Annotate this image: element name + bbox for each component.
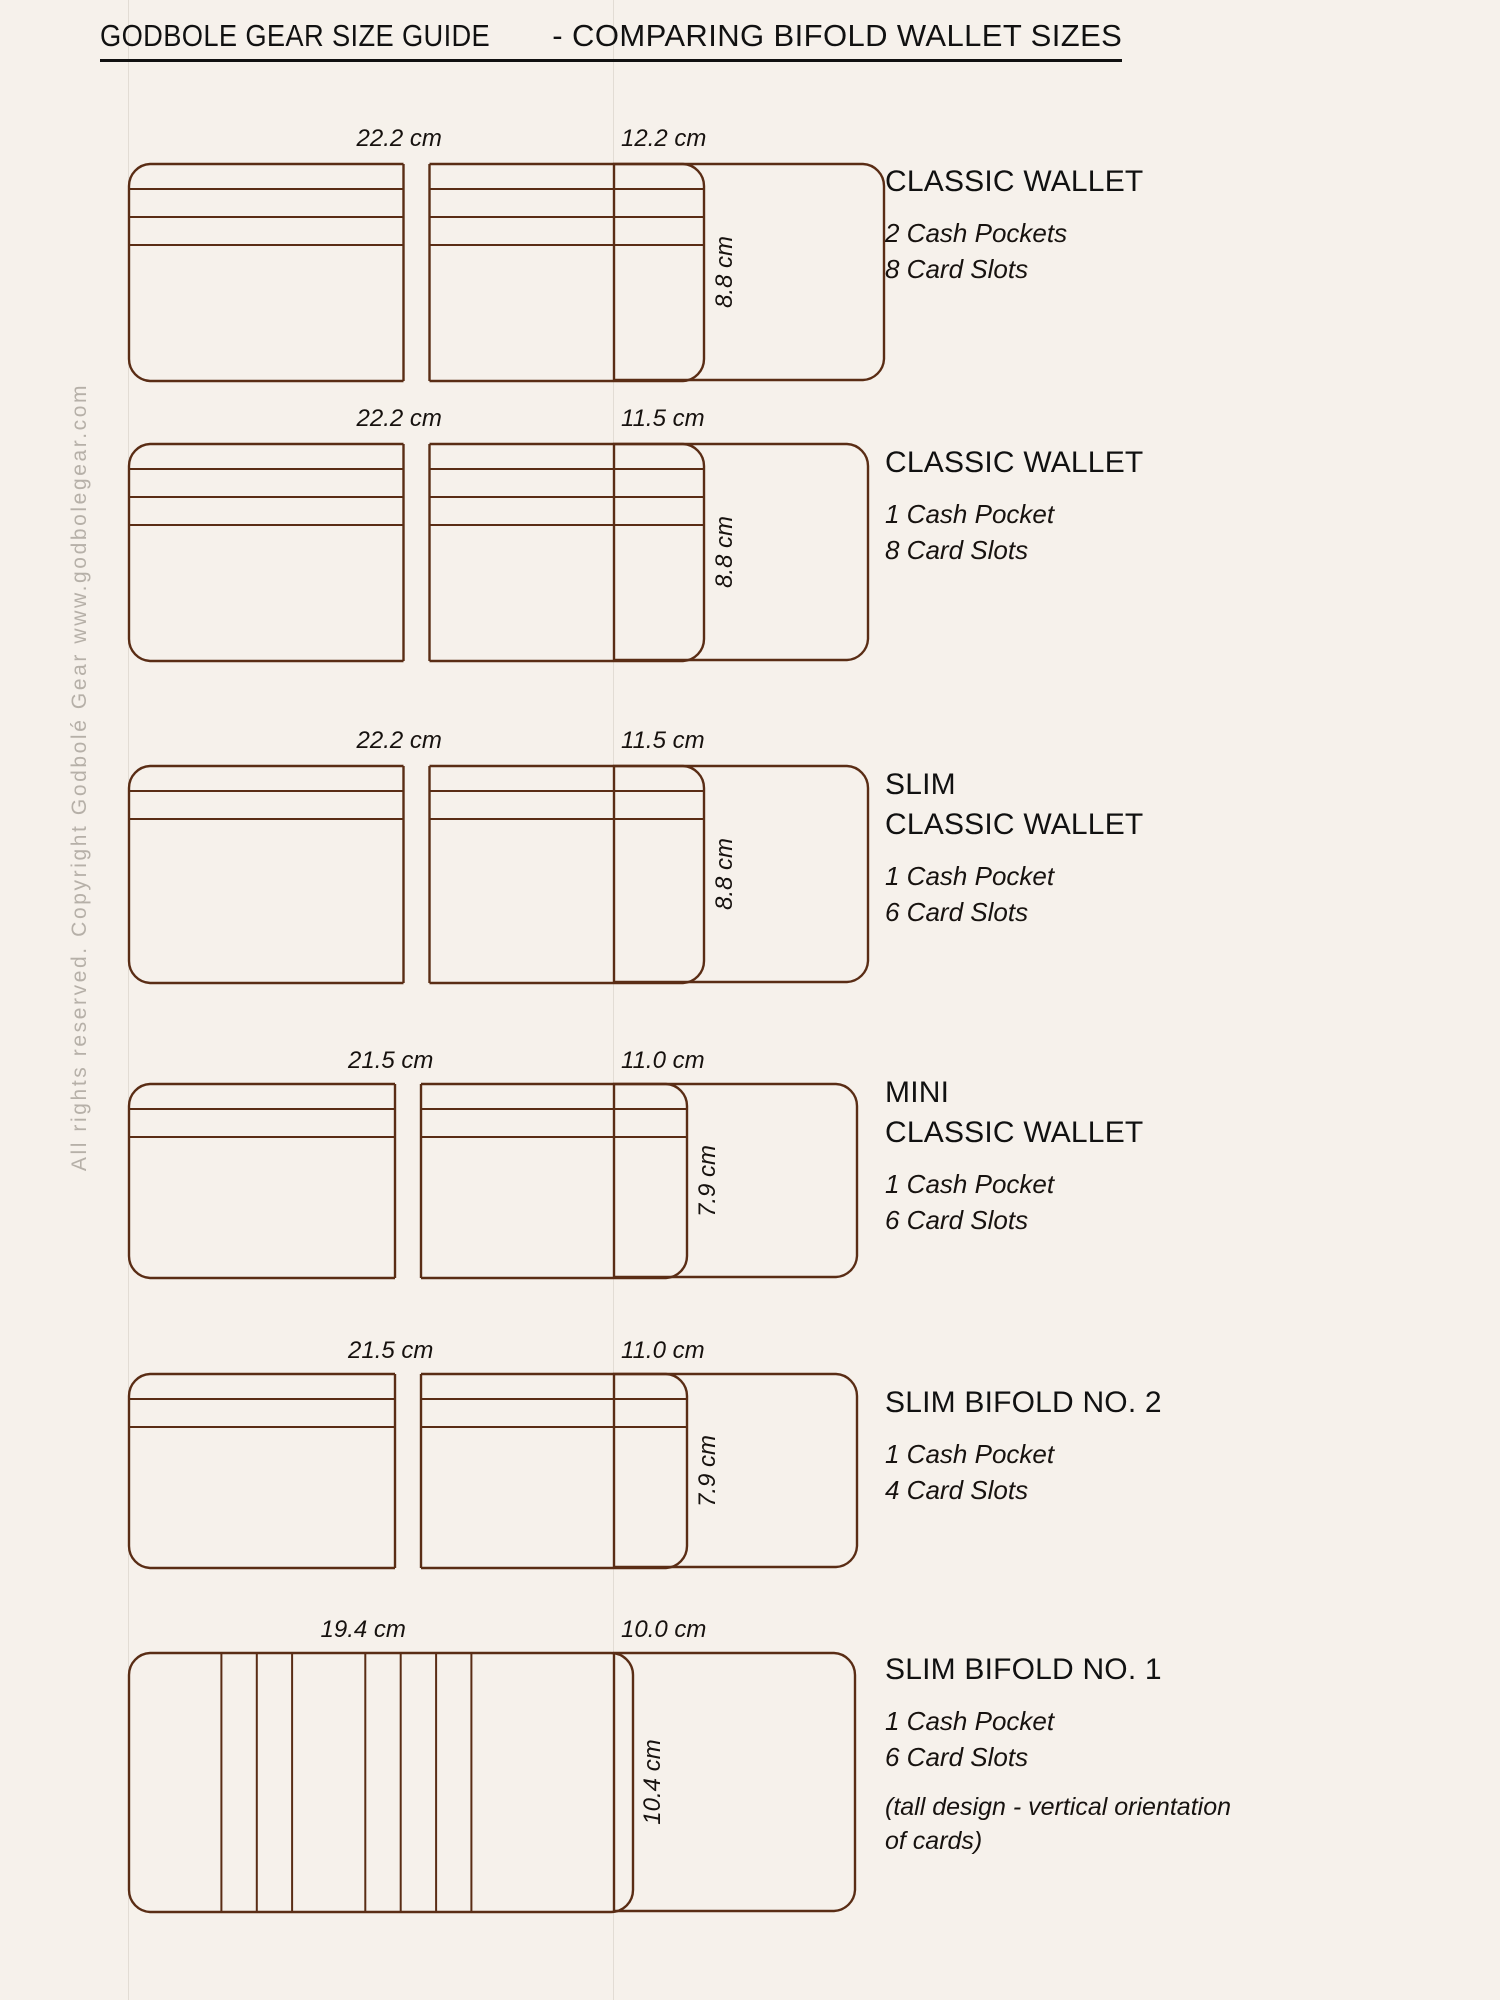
spacer [885, 1423, 1162, 1437]
closed-wallet [612, 442, 870, 662]
wallet-spec: 6 Card Slots [885, 896, 1029, 927]
closed-wallet [612, 1651, 857, 1913]
wallet-label-block: SLIM CLASSIC WALLET 1 Cash Pocket 6 Card Sl… [885, 765, 1143, 931]
closed-width-label: 12.2 cm [621, 125, 707, 152]
wallet-name: CLASSIC WALLET [885, 1115, 1144, 1149]
copyright-side-note: All rights reserved. Copyright Godbolé G… [68, 382, 91, 1172]
closed-wallet [612, 162, 886, 382]
height-label: 8.8 cm [711, 235, 738, 309]
wallet-name: SLIM [885, 768, 956, 801]
height-label: 7.9 cm [694, 1144, 721, 1217]
wallet-spec: 8 Card Slots [885, 534, 1029, 565]
grid-line-middle [613, 0, 614, 2000]
open-wallet [127, 1651, 635, 1914]
wallet-name: CLASSIC WALLET [885, 446, 1144, 479]
wallet-note: (tall design - vertical orientation of c… [885, 1792, 1231, 1856]
spacer [885, 1690, 1245, 1704]
closed-wallet [612, 1082, 859, 1279]
wallet-spec: 1 Cash Pocket [885, 1705, 1055, 1736]
wallet-name: SLIM BIFOLD NO. 2 [885, 1386, 1162, 1419]
closed-wallet-drawing [612, 1372, 859, 1569]
closed-wallet [612, 1372, 859, 1569]
open-wallet [127, 1372, 689, 1570]
wallet-name: CLASSIC WALLET [885, 165, 1144, 198]
wallet-label-block: CLASSIC WALLET 2 Cash Pockets 8 Card Slots [885, 162, 1143, 288]
wallet-name: MINI [885, 1076, 950, 1109]
wallet-spec: 1 Cash Pocket [885, 860, 1055, 891]
closed-width-label: 10.0 cm [621, 1616, 707, 1643]
closed-wallet-drawing [612, 442, 870, 662]
wallet-spec: 1 Cash Pocket [885, 1168, 1055, 1199]
closed-wallet [612, 764, 870, 984]
open-width-label: 21.5 cm [348, 1047, 434, 1074]
closed-wallet-drawing [612, 162, 886, 382]
open-width-label: 21.5 cm [348, 1337, 434, 1364]
spacer [885, 845, 1143, 859]
open-wallet-drawing [127, 1651, 635, 1914]
page-title-part2: - COMPARING BIFOLD WALLET SIZES [543, 18, 1123, 53]
closed-wallet-drawing [612, 764, 870, 984]
open-wallet [127, 1082, 689, 1280]
wallet-name: SLIM BIFOLD NO. 1 [885, 1653, 1162, 1686]
spacer [885, 483, 1143, 497]
wallet-name: CLASSIC WALLET [885, 807, 1144, 841]
height-label: 10.4 cm [639, 1739, 666, 1825]
height-label: 7.9 cm [694, 1434, 721, 1507]
closed-width-label: 11.5 cm [621, 727, 705, 754]
wallet-label-block: CLASSIC WALLET 1 Cash Pocket 8 Card Slots [885, 443, 1143, 569]
open-width-label: 22.2 cm [356, 727, 442, 754]
wallet-spec: 8 Card Slots [885, 253, 1029, 284]
open-width-label: 22.2 cm [356, 125, 442, 152]
open-wallet-drawing [127, 1082, 689, 1280]
wallet-spec: 4 Card Slots [885, 1474, 1029, 1505]
wallet-spec: 2 Cash Pockets [885, 217, 1068, 248]
page-title-part1: GODBOLE GEAR SIZE GUIDE [100, 18, 491, 53]
grid-line-left [128, 0, 129, 2000]
spacer [885, 202, 1143, 216]
wallet-spec: 6 Card Slots [885, 1741, 1029, 1772]
closed-wallet-drawing [612, 1651, 857, 1913]
wallet-spec: 1 Cash Pocket [885, 498, 1055, 529]
spacer [885, 1153, 1143, 1167]
spacer [885, 1776, 1245, 1790]
page-title: GODBOLE GEAR SIZE GUIDE - COMPARING BIFO… [100, 18, 1123, 62]
wallet-label-block: MINI CLASSIC WALLET 1 Cash Pocket 6 Card Sl… [885, 1073, 1143, 1239]
closed-wallet-drawing [612, 1082, 859, 1279]
open-width-label: 19.4 cm [320, 1616, 406, 1643]
height-label: 8.8 cm [711, 837, 738, 911]
open-wallet-drawing [127, 1372, 689, 1570]
closed-width-label: 11.0 cm [621, 1047, 705, 1074]
wallet-spec: 1 Cash Pocket [885, 1438, 1055, 1469]
open-width-label: 22.2 cm [356, 405, 442, 432]
closed-width-label: 11.0 cm [621, 1337, 705, 1364]
height-label: 8.8 cm [711, 515, 738, 589]
wallet-label-block: SLIM BIFOLD NO. 1 1 Cash Pocket 6 Card Slo… [885, 1650, 1245, 1859]
wallet-label-block: SLIM BIFOLD NO. 2 1 Cash Pocket 4 Card Slo… [885, 1383, 1162, 1509]
wallet-spec: 6 Card Slots [885, 1204, 1029, 1235]
closed-width-label: 11.5 cm [621, 405, 705, 432]
